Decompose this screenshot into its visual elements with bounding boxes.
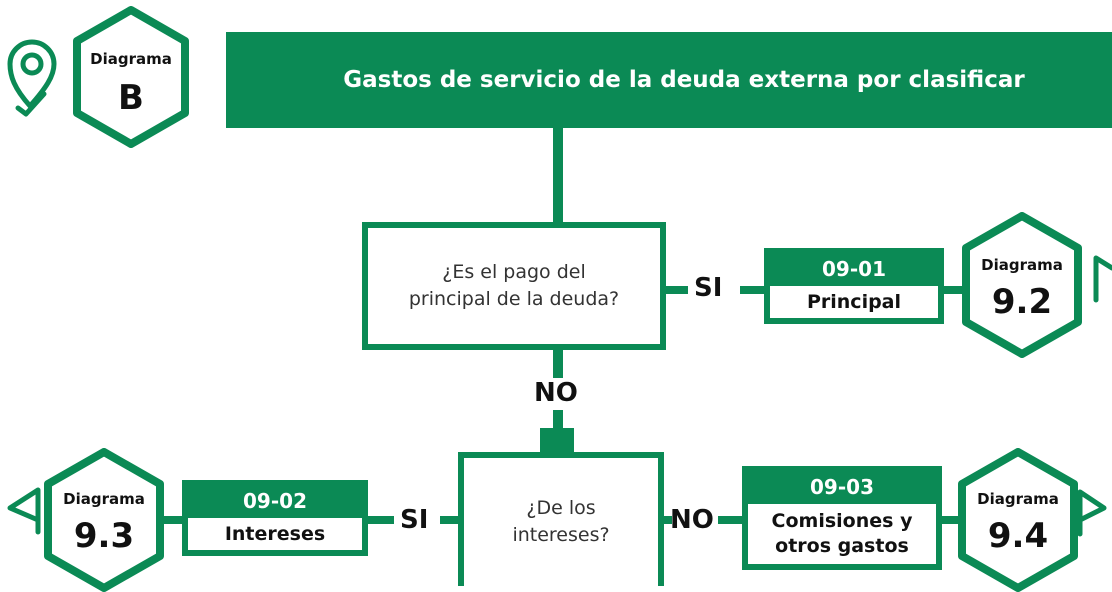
no-label-intereses: NO [670, 505, 714, 535]
connector-q1-si [666, 286, 688, 294]
hex-9-2-id: 9.2 [991, 282, 1053, 322]
yes-label-principal: SI [694, 273, 723, 303]
connector-q2-si [440, 516, 462, 524]
connector-no-q2 [553, 410, 563, 430]
flag-icon-right [1077, 489, 1107, 537]
diagram-hex-9-3[interactable]: Diagrama 9.3 [44, 448, 164, 592]
header-bar: Gastos de servicio de la deuda externa p… [226, 32, 1112, 128]
code-box-09-01: 09-01 Principal [764, 248, 944, 324]
connector-no-code03 [718, 516, 744, 524]
code-09-01-number: 09-01 [770, 254, 938, 286]
connector-code01-hex92 [940, 286, 966, 294]
header-title: Gastos de servicio de la deuda externa p… [343, 67, 1025, 93]
code-09-03-name-line2: otros gastos [775, 535, 909, 557]
diagram-hex-9-2[interactable]: Diagrama 9.2 [962, 212, 1082, 358]
yes-label-intereses: SI [400, 505, 429, 535]
flag-icon-left [7, 487, 41, 535]
hex-9-3-id: 9.3 [73, 516, 135, 556]
hex-9-4-id: 9.4 [987, 516, 1049, 556]
question-principal-line1: ¿Es el pago del [442, 261, 586, 284]
connector-header-q1 [553, 126, 563, 226]
code-09-03-name-line1: Comisiones y [771, 510, 913, 533]
start-diagram-hex[interactable]: Diagrama B [72, 6, 190, 148]
hex-9-4-label: Diagrama [977, 490, 1059, 508]
question-principal-line2: principal de la deuda? [408, 288, 620, 310]
location-pin-icon [7, 39, 57, 117]
connector-block [540, 428, 574, 454]
question-intereses-line2: intereses? [512, 524, 610, 546]
connector-si-code01 [740, 286, 766, 294]
code-09-03-number: 09-03 [748, 472, 936, 504]
code-09-02-number: 09-02 [188, 486, 362, 518]
code-box-09-02: 09-02 Intereses [182, 480, 368, 556]
code-box-09-03: 09-03 Comisiones y otros gastos [742, 466, 942, 570]
flag-icon [1093, 255, 1112, 303]
question-principal: ¿Es el pago del principal de la deuda? [362, 222, 666, 350]
code-09-01-name: Principal [806, 291, 902, 313]
question-intereses: ¿De los intereses? [458, 452, 664, 586]
diagram-hex-9-4[interactable]: Diagrama 9.4 [958, 448, 1078, 592]
connector-code02-hex93 [156, 516, 182, 524]
connector-code03-hex94 [940, 516, 962, 524]
start-hex-id: B [118, 78, 144, 118]
code-09-02-name: Intereses [224, 523, 326, 545]
connector-q1-no [553, 348, 563, 378]
connector-si-code02 [366, 516, 394, 524]
hex-9-2-label: Diagrama [981, 256, 1063, 274]
connector-q2-no [660, 516, 672, 524]
question-intereses-line1: ¿De los [526, 497, 596, 520]
start-hex-label: Diagrama [90, 50, 172, 68]
no-label-principal: NO [534, 378, 578, 408]
hex-9-3-label: Diagrama [63, 490, 145, 508]
